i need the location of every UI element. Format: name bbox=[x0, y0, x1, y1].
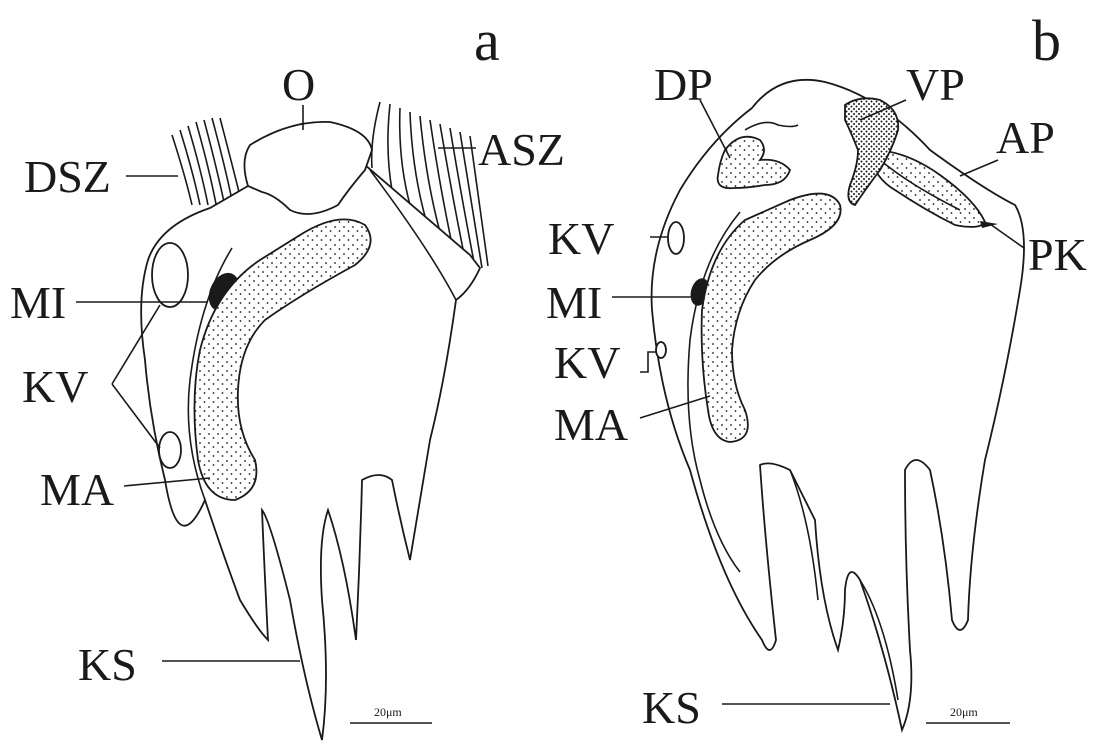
contractile-vacuole-a1 bbox=[152, 243, 188, 307]
leader-kv-b2 bbox=[640, 352, 656, 372]
dsz-cilia bbox=[172, 118, 240, 205]
panel-b: b DP VP AP bbox=[546, 8, 1087, 733]
label-ks-b: KS bbox=[642, 682, 701, 733]
label-ma-b: MA bbox=[554, 399, 628, 450]
panel-a: a bbox=[10, 8, 565, 740]
label-ap: AP bbox=[996, 112, 1055, 163]
label-kv-b2: KV bbox=[554, 337, 620, 388]
scale-label-b: 20μm bbox=[950, 705, 978, 719]
scale-label-a: 20μm bbox=[374, 705, 402, 719]
label-o: O bbox=[282, 59, 315, 110]
label-pk: PK bbox=[1028, 229, 1087, 280]
label-mi-a: MI bbox=[10, 277, 66, 328]
contractile-vacuole-b1 bbox=[668, 222, 684, 254]
panel-b-letter: b bbox=[1032, 8, 1061, 73]
label-asz: ASZ bbox=[478, 124, 565, 175]
label-vp: VP bbox=[906, 59, 965, 110]
label-dsz: DSZ bbox=[24, 151, 111, 202]
leader-ap bbox=[960, 160, 998, 176]
label-dp: DP bbox=[654, 59, 713, 110]
contractile-vacuole-a2 bbox=[159, 432, 181, 468]
label-kv-a: KV bbox=[22, 361, 88, 412]
panel-a-letter: a bbox=[474, 8, 500, 73]
contractile-vacuole-b2 bbox=[656, 342, 666, 358]
label-ks-a: KS bbox=[78, 639, 137, 690]
label-ma-a: MA bbox=[40, 464, 114, 515]
label-mi-b: MI bbox=[546, 277, 602, 328]
label-kv-b1: KV bbox=[548, 213, 614, 264]
